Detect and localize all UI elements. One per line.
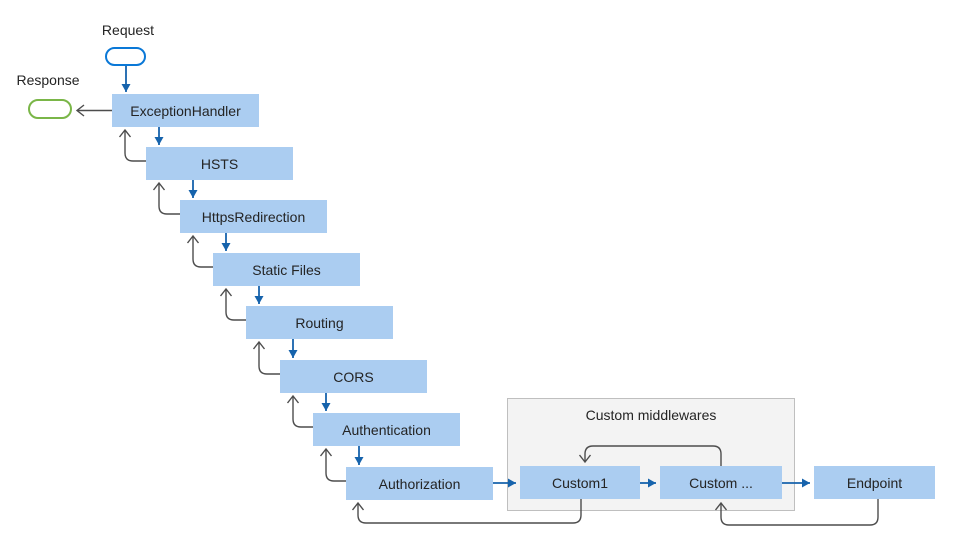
edge-return-authentication-to-cors [286, 394, 313, 428]
edge-return-custom1-to-authorization [351, 499, 582, 524]
edge-return-routing-to-static-files [219, 287, 246, 321]
edge-return-authorization-to-authentication [319, 447, 346, 482]
edge-return-custom-more-to-custom1 [578, 445, 722, 466]
edge-return-endpoint-to-custom-more [714, 499, 879, 526]
edge-return-cors-to-routing [252, 340, 280, 375]
custom-middlewares-label: Custom middlewares [585, 407, 717, 423]
edge-return-hsts-to-exception-handler [118, 128, 146, 162]
edge-return-https-redirection-to-hsts [152, 181, 180, 215]
edge-return-static-files-to-https-redirection [186, 234, 213, 268]
